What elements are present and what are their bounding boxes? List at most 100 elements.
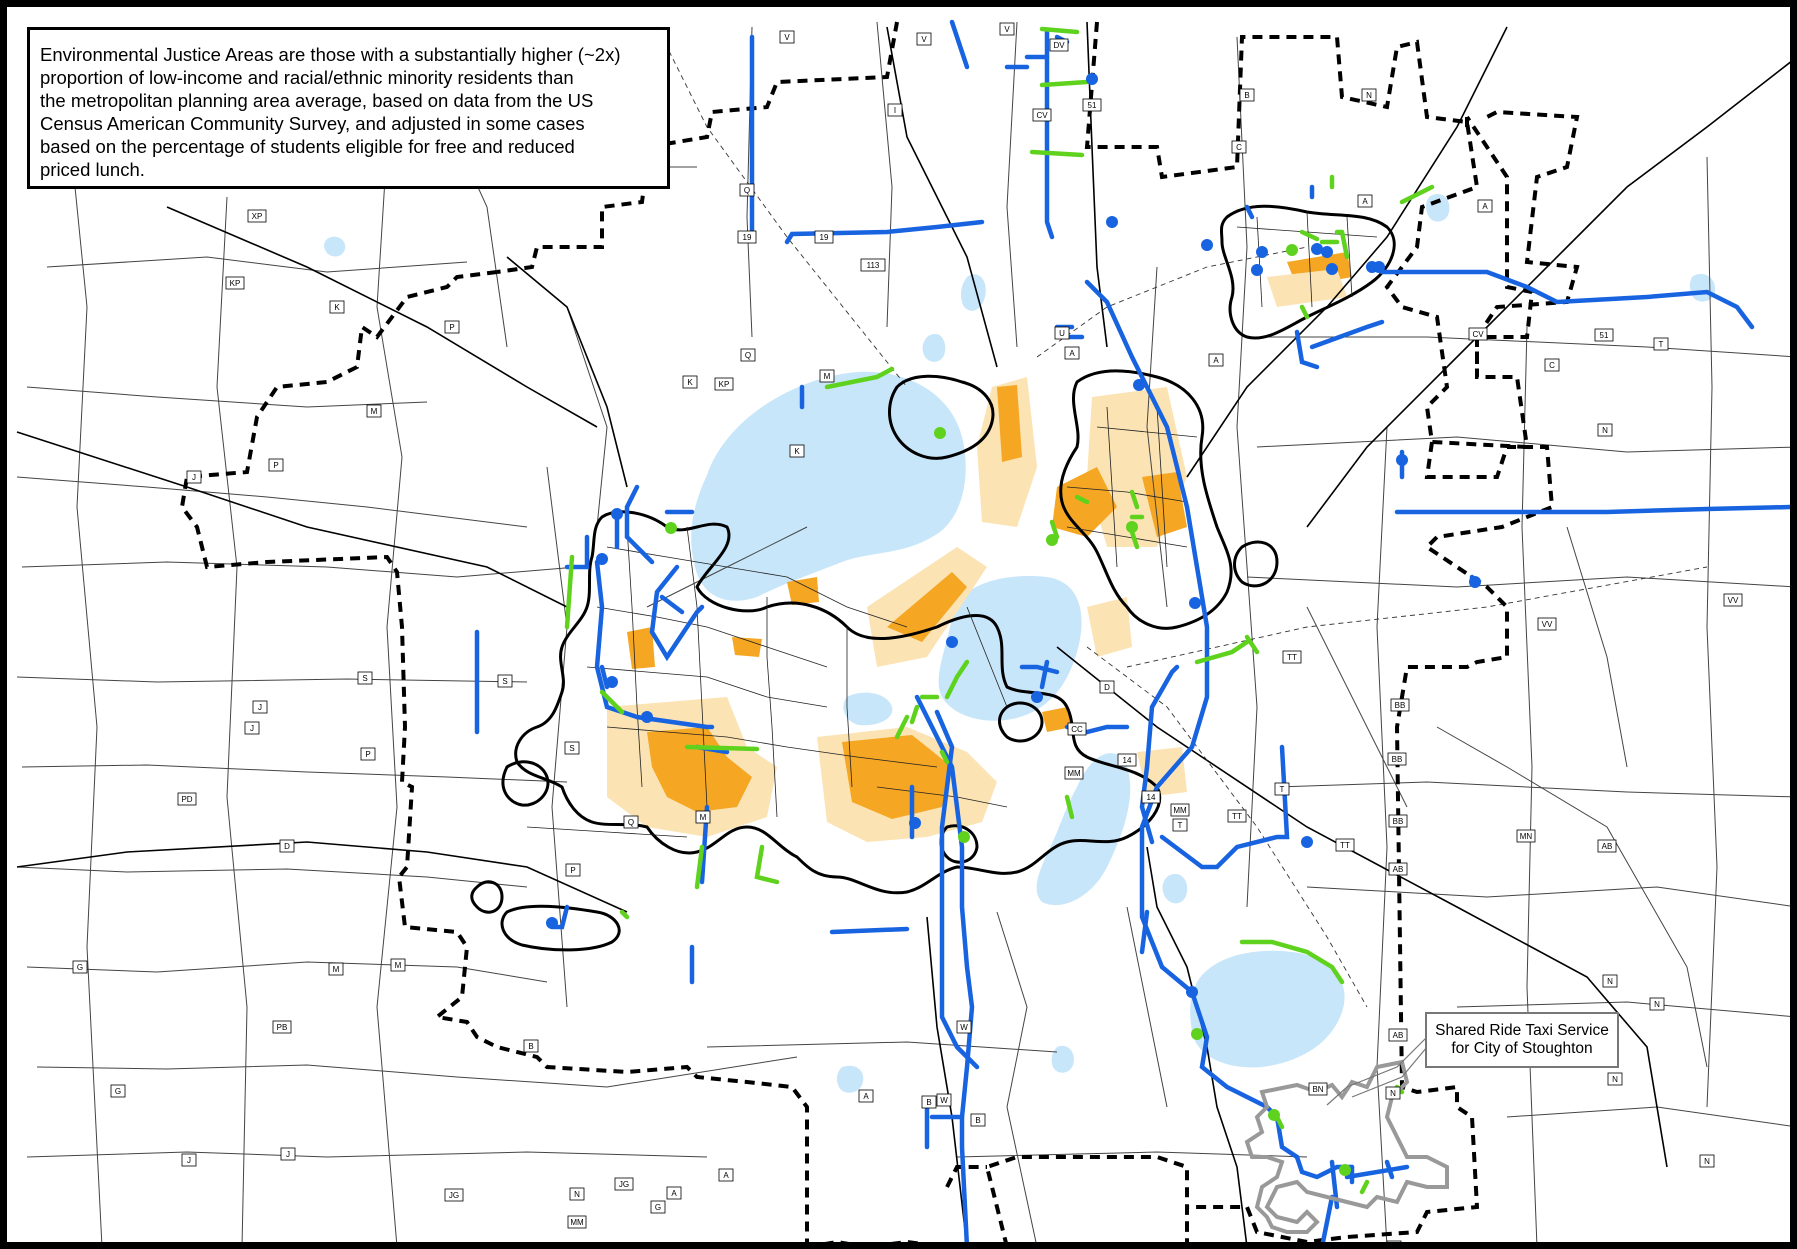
road-shield-label: MM (1067, 769, 1081, 778)
road-shield-label: 14 (1147, 793, 1156, 802)
road-shield (1141, 790, 1161, 804)
road-shield (1477, 199, 1493, 213)
inner-city-streets (526, 211, 1378, 838)
ej-high-south (842, 735, 952, 819)
road-shield (244, 721, 260, 735)
road-shield-label: W (940, 1096, 948, 1105)
road-shield (1597, 839, 1617, 853)
road-shield (623, 815, 639, 829)
road-shield-label: B (1244, 91, 1249, 100)
road-shield (970, 1113, 986, 1127)
road-shield-label: N (1607, 977, 1613, 986)
road-shield-label: TT (1287, 653, 1297, 662)
road-shield (357, 671, 373, 685)
road-shield-label: 19 (743, 233, 752, 242)
road-shield (328, 962, 344, 976)
road-shield (110, 1084, 126, 1098)
road-shield-label: BB (1395, 701, 1406, 710)
road-shield-label: S (569, 744, 574, 753)
road-shield-label: 113 (867, 261, 880, 270)
road-shield (360, 747, 376, 761)
road-shield (999, 22, 1015, 36)
road-shield (1388, 862, 1408, 876)
road-shield-label: PD (181, 795, 192, 804)
road-shield (564, 741, 580, 755)
road-shield (1597, 423, 1613, 437)
pond-8 (922, 333, 946, 362)
road-shield (1602, 974, 1618, 988)
ej-high-centralwest (627, 627, 655, 669)
road-shield-label: V (784, 33, 790, 42)
road-shield-label: VV (1728, 596, 1739, 605)
road-shield-label: N (574, 1190, 580, 1199)
road-shield (72, 960, 88, 974)
road-shield-label: B (975, 1116, 980, 1125)
road-shield-label: V (921, 35, 927, 44)
road-shield-label: A (1213, 356, 1219, 365)
road-shield (1544, 358, 1560, 372)
pond-3 (1689, 273, 1716, 302)
road-shield-label: A (723, 1171, 729, 1180)
rail-lines (656, 26, 1708, 1008)
road-shield-label: MM (1173, 806, 1187, 815)
road-shield (1537, 617, 1557, 631)
road-shield (740, 348, 756, 362)
road-shield-label: VV (1542, 620, 1553, 629)
road-shield-label: JG (619, 1180, 629, 1189)
road-shield (565, 863, 581, 877)
road-shield (1172, 818, 1188, 832)
ej-buffer-outlines (470, 204, 1396, 952)
road-shield-label: G (655, 1203, 661, 1212)
ej-high-north (997, 385, 1022, 462)
note-line: priced lunch. (40, 159, 145, 180)
road-shield-label: J (250, 724, 254, 733)
road-shield-label: TT (1340, 841, 1350, 850)
road-shield (1388, 814, 1408, 828)
road-shield (1308, 1082, 1328, 1096)
road-shield-label: AB (1393, 865, 1404, 874)
road-shield-label: V (1004, 25, 1010, 34)
ej-moderate-sunprairie (1267, 269, 1347, 307)
road-shield-label: 51 (1600, 331, 1609, 340)
road-shield (444, 1188, 464, 1202)
road-shield (1357, 194, 1373, 208)
pond-2 (1426, 193, 1450, 222)
pond-1 (1162, 873, 1188, 904)
map-canvas: VVVDVI51CVCNQ1911319KKPPXPMQKPKKMPJSSJPJ… (16, 19, 1790, 1242)
road-shield (739, 183, 755, 197)
road-shield (186, 470, 202, 484)
road-shield (695, 810, 711, 824)
note-line: Census American Community Survey, and ad… (40, 113, 585, 134)
stoughton-taxi-area (1244, 1059, 1449, 1234)
road-shield (1390, 698, 1410, 712)
road-shield (779, 30, 795, 44)
road-shield (1227, 809, 1247, 823)
ej-high-mid (787, 577, 819, 605)
road-shield-label: K (794, 447, 800, 456)
ej-high-hill (732, 637, 762, 657)
road-shield-label: 19 (820, 233, 829, 242)
road-shield-label: DV (1053, 41, 1065, 50)
road-shield-label: KP (230, 279, 241, 288)
road-shield (1239, 88, 1255, 102)
road-shield-label: Q (745, 351, 751, 360)
road-shield (1064, 766, 1084, 780)
road-shield-label: N (1602, 426, 1608, 435)
road-shield-label: P (365, 750, 370, 759)
ej-high-west (647, 727, 752, 812)
road-shield (1468, 327, 1488, 341)
road-shield-label: Q (744, 186, 750, 195)
road-shield-label: J (187, 1156, 191, 1165)
road-shield (714, 377, 734, 391)
road-shield (329, 300, 345, 314)
bike-routes-blue (474, 19, 1790, 1242)
road-shield-label: T (1659, 340, 1664, 349)
road-shield (1231, 140, 1247, 154)
lake-wingra (843, 692, 893, 726)
road-shield (1067, 722, 1087, 736)
road-shield (1082, 98, 1102, 112)
road-shield-label: TT (1232, 812, 1242, 821)
road-shield-label: M (700, 813, 707, 822)
road-shield-label: W (960, 1023, 968, 1032)
